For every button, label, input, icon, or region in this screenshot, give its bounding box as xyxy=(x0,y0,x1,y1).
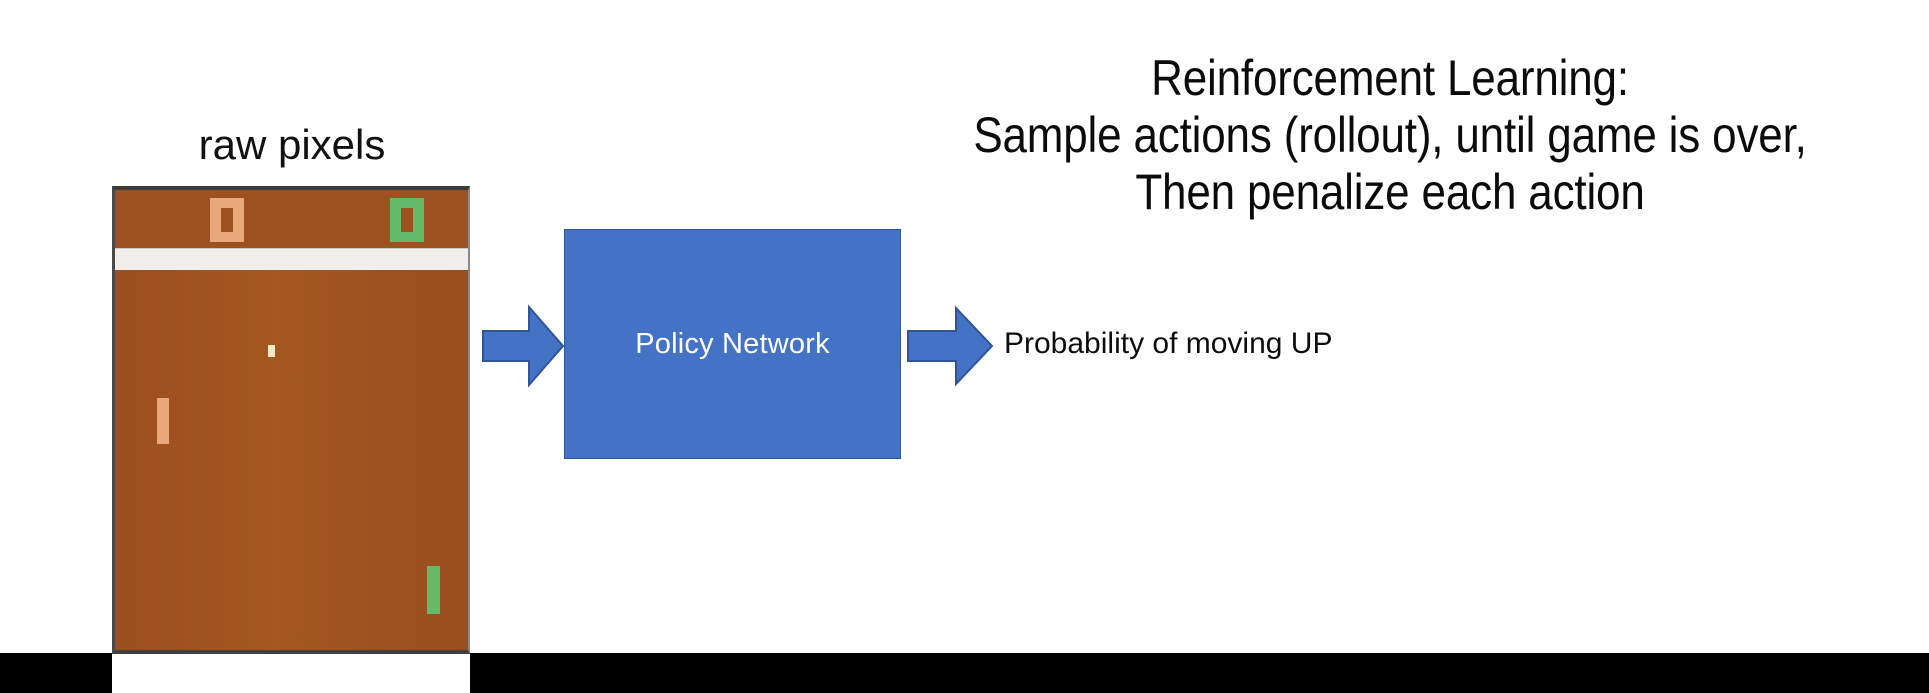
pong-divider-line xyxy=(115,248,468,270)
bottom-bar-right xyxy=(470,653,1929,693)
pong-paddle-left xyxy=(157,398,169,444)
title-line-3: Then penalize each action xyxy=(1135,164,1645,220)
pong-score-right xyxy=(390,198,424,242)
arrow-right-icon-output xyxy=(906,305,994,387)
page-title: Reinforcement Learning: Sample actions (… xyxy=(924,50,1857,221)
pong-game-screenshot xyxy=(112,186,470,654)
title-line-1: Reinforcement Learning: xyxy=(1151,50,1629,106)
pong-score-left xyxy=(210,198,244,242)
bottom-bar-left xyxy=(0,653,112,693)
raw-pixels-caption: raw pixels xyxy=(198,121,386,168)
pong-playfield xyxy=(115,190,468,650)
pong-ball xyxy=(268,345,275,357)
policy-network-label: Policy Network xyxy=(635,327,830,360)
policy-network-box[interactable]: Policy Network xyxy=(564,229,901,459)
output-probability-label: Probability of moving UP xyxy=(1004,327,1333,360)
arrow-right-icon-input xyxy=(481,303,565,389)
pong-paddle-right xyxy=(427,566,440,614)
title-line-2: Sample actions (rollout), until game is … xyxy=(973,107,1807,163)
